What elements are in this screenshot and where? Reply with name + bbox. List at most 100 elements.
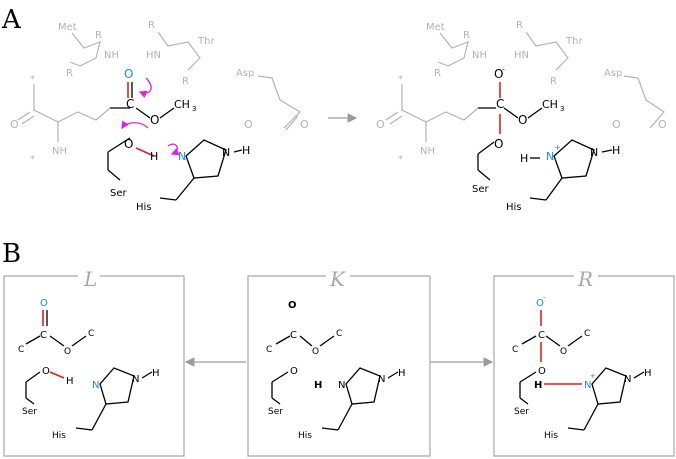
asp-o2: O (300, 118, 309, 131)
panel-r-label: R (577, 267, 593, 291)
svg-text:NH: NH (420, 146, 435, 157)
panel-k: K O C C O C O Ser H N N H His (247, 267, 431, 457)
svg-text:O: O (518, 113, 527, 127)
svg-text:N: N (546, 150, 554, 163)
section-label-a: A (1, 5, 22, 35)
svg-text:O: O (612, 118, 621, 131)
a-left-context: Met R R NH R HN Thr R Asp O O O * * NH (10, 20, 309, 165)
met-r: R (95, 30, 102, 41)
svg-text:+: + (554, 143, 561, 152)
svg-text:C: C (18, 345, 24, 355)
svg-text:R: R (550, 76, 557, 87)
svg-text:O: O (312, 347, 319, 357)
tetra-o: O (494, 67, 503, 81)
svg-text:H: H (612, 144, 620, 157)
section-label-b: B (2, 239, 21, 269)
ser-label: Ser (110, 188, 128, 199)
svg-text:Ser: Ser (268, 407, 283, 417)
thr-label: Thr (197, 36, 215, 47)
svg-text:H: H (152, 368, 160, 379)
svg-text:N: N (624, 374, 631, 385)
svg-text:N: N (378, 374, 385, 385)
ester-o: O (150, 113, 159, 127)
met-label-r: Met (426, 22, 445, 33)
panel-r: R O - C C O C O Ser H N + N H His (493, 267, 675, 457)
his-label: His (136, 202, 152, 213)
a-left-imidazole (185, 139, 227, 179)
svg-text:N: N (92, 380, 99, 391)
his-n1: N (178, 150, 186, 163)
svg-text:R: R (516, 20, 523, 31)
svg-text:N: N (132, 374, 139, 385)
ch3-sub: 3 (192, 105, 196, 113)
svg-text:N: N (590, 146, 598, 159)
svg-text:H: H (534, 380, 542, 391)
svg-text:H: H (398, 368, 406, 379)
a-left-reactive: O C O CH 3 O Ser H N N H His (107, 67, 250, 213)
svg-text:O: O (290, 366, 298, 377)
his-h: H (242, 144, 250, 157)
svg-text:His: His (544, 431, 558, 441)
carbonyl-o: O (124, 67, 133, 81)
svg-text:His: His (506, 202, 522, 213)
a-right-context: Met R R NH R HN Thr R Asp O O O * * NH (376, 20, 667, 165)
met-label: Met (58, 22, 77, 33)
his-n2: N (222, 146, 230, 159)
svg-text:R: R (463, 30, 470, 41)
met-r2: R (66, 68, 73, 79)
met-backbone (69, 32, 101, 67)
asp-label: Asp (236, 68, 254, 79)
thr-backbone (157, 31, 201, 71)
thr-hn: HN (146, 50, 161, 61)
svg-text:N: N (584, 380, 591, 391)
svg-text:3: 3 (560, 105, 564, 113)
svg-text:O: O (40, 298, 48, 309)
svg-text:C: C (88, 329, 94, 339)
met-nh: NH (104, 50, 119, 61)
tetra-c: C (496, 97, 504, 111)
ser-h: H (150, 150, 158, 163)
svg-text:O: O (42, 366, 50, 377)
ch3-label: CH (174, 98, 190, 111)
svg-text:H: H (66, 376, 74, 387)
svg-text:C: C (290, 330, 297, 341)
left-backbone (33, 84, 111, 123)
svg-text:His: His (298, 431, 312, 441)
svg-text:H: H (314, 380, 322, 391)
arrow-attack (121, 120, 149, 130)
thr-r2: R (182, 76, 189, 87)
svg-text:His: His (52, 431, 66, 441)
svg-text:O: O (536, 298, 544, 309)
svg-text:C: C (336, 329, 342, 339)
a-right-imidazole (553, 139, 595, 179)
panel-k-label: K (329, 267, 346, 291)
svg-text:H: H (520, 152, 528, 165)
svg-text:C: C (266, 345, 272, 355)
panel-r-frame (493, 275, 675, 457)
svg-text:R: R (434, 68, 441, 79)
arrow-his (167, 143, 180, 156)
left-star-bot: * (30, 154, 35, 165)
thr-label-r: Thr (565, 36, 583, 47)
svg-text:CH: CH (542, 98, 558, 111)
svg-text:HN: HN (514, 50, 529, 61)
carbonyl-c: C (126, 97, 134, 111)
svg-text:C: C (538, 330, 545, 341)
svg-text:O: O (288, 300, 297, 311)
svg-text:+: + (590, 372, 596, 380)
asp-label-r: Asp (604, 68, 622, 79)
svg-text:NH: NH (472, 50, 487, 61)
svg-text:*: * (398, 154, 403, 165)
panel-k-frame (247, 275, 431, 457)
a-right-reactive: O - C O CH 3 O Ser H N + N H His (472, 65, 620, 213)
svg-text:Ser: Ser (514, 407, 529, 417)
panel-l-label: L (83, 267, 97, 291)
svg-text:O: O (494, 137, 503, 151)
svg-text:N: N (338, 380, 345, 391)
asp-o1: O (244, 118, 253, 131)
asp-chain (257, 75, 301, 129)
svg-text:C: C (40, 330, 47, 341)
svg-text:-: - (502, 65, 505, 74)
